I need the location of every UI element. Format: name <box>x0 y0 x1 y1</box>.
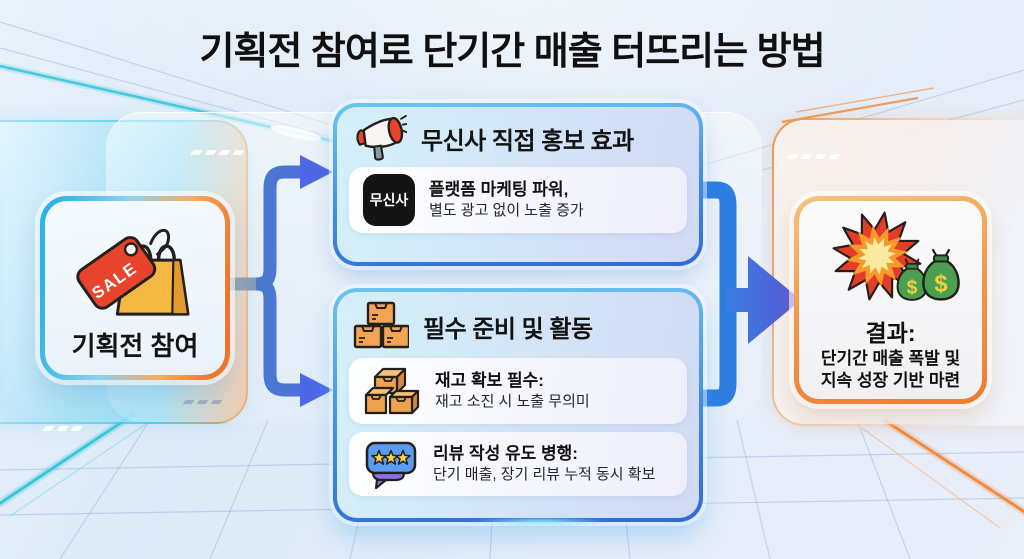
page-title: 기획전 참여로 단기간 매출 터뜨리는 방법 <box>199 31 825 73</box>
review-speech-bubble-icon <box>365 441 417 489</box>
branch-arrow-assembly <box>230 155 333 407</box>
prep-item1-line2: 재고 소진 시 노출 무의미 <box>435 393 590 411</box>
glow-highlight <box>470 517 610 526</box>
promo-item-line1: 플랫폼 마케팅 파워, <box>429 180 569 200</box>
prep-item2-line1: 리뷰 작성 유도 병행: <box>433 444 578 464</box>
card-event-participation: SALE 기획전 참여 <box>40 196 230 380</box>
explosion-money-bags-icon: $ $ <box>832 211 960 301</box>
inventory-boxes-icon <box>364 367 420 415</box>
card-direct-promotion: 무신사 직접 홍보 효과 무신사 플랫폼 마케팅 파워, 별도 광고 없이 노출… <box>333 103 703 266</box>
stacked-boxes-icon <box>353 301 409 349</box>
arrowhead-top <box>300 155 333 189</box>
dollar-symbol: $ <box>906 276 917 298</box>
money-bag-large: $ <box>921 248 960 301</box>
prep-item1-line1: 재고 확보 필수: <box>435 371 544 391</box>
card-required-preparation: 필수 준비 및 활동 <box>333 288 703 522</box>
money-bag-small: $ <box>896 258 927 301</box>
prep-item-inventory: 재고 확보 필수: 재고 소진 시 노출 무의미 <box>349 358 687 424</box>
dollar-symbol: $ <box>934 270 947 297</box>
result-card-title: 결과: <box>865 319 916 346</box>
arrowhead-bottom <box>300 373 333 407</box>
promo-item-line2: 별도 광고 없이 노출 증가 <box>429 202 584 220</box>
promo-card-title: 무신사 직접 홍보 효과 <box>421 127 634 155</box>
result-line1: 단기간 매출 폭발 및 <box>820 348 961 368</box>
arrowhead-merge <box>726 256 801 344</box>
left-card-label: 기획전 참여 <box>71 330 199 361</box>
promo-item: 무신사 플랫폼 마케팅 파워, 별도 광고 없이 노출 증가 <box>349 167 687 233</box>
prep-item2-line2: 단기 매출, 장기 리뷰 누적 동시 확보 <box>433 466 656 484</box>
sale-tag-shopping-bag-icon: SALE <box>76 228 190 316</box>
merge-arrow-assembly <box>702 181 801 407</box>
result-line2: 지속 성장 기반 마련 <box>820 371 961 390</box>
card-result: $ $ 결과: 단기간 매출 폭발 및 지속 성장 기반 마련 <box>794 196 987 404</box>
prep-item-review: 리뷰 작성 유도 병행: 단기 매출, 장기 리뷰 누적 동시 확보 <box>349 432 687 496</box>
prep-card-title: 필수 준비 및 활동 <box>423 315 593 343</box>
megaphone-icon <box>356 115 407 161</box>
musinsa-badge: 무신사 <box>363 174 415 226</box>
